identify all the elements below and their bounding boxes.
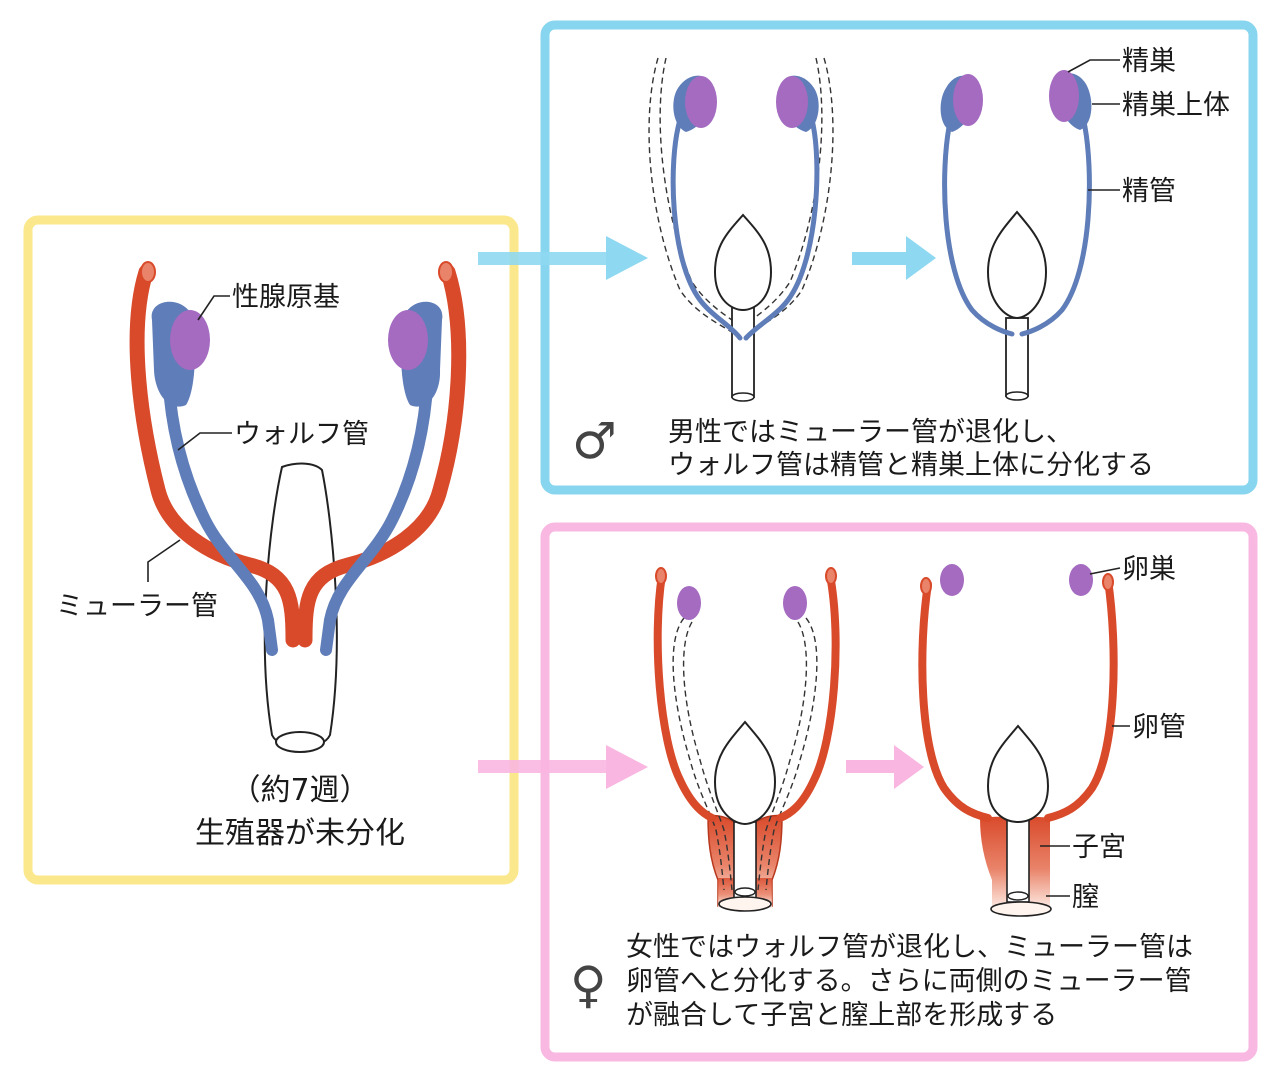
testis-right <box>776 76 808 128</box>
mullerian-duct-right <box>297 264 467 648</box>
label-vagina: 膣 <box>1072 882 1099 913</box>
arrow-right-icon <box>478 745 648 789</box>
oviduct-right <box>1044 576 1118 822</box>
male-caption-line1: 男性ではミューラー管が退化し、 <box>668 417 1073 448</box>
arrow-right-icon <box>478 236 648 280</box>
undifferentiated-illustration <box>129 261 467 753</box>
female-symbol-icon: ♀ <box>570 956 607 1014</box>
ovary-leader <box>1089 567 1121 575</box>
regressing-wolffian-right-b <box>757 621 808 891</box>
ovary-right <box>1069 564 1093 596</box>
label-vas-deferens: 精管 <box>1122 176 1176 207</box>
female-caption-line1: 女性ではウォルフ管が退化し、ミューラー管は <box>626 932 1193 963</box>
male-caption-line2: ウォルフ管は精管と精巣上体に分化する <box>668 450 1154 481</box>
testis-leader <box>1067 59 1120 73</box>
wolffian-duct-left <box>162 364 278 656</box>
ovary-left <box>677 586 701 620</box>
label-ovary: 卵巣 <box>1122 554 1176 585</box>
female-panel <box>540 522 1258 1062</box>
testis-left <box>953 74 983 126</box>
arrow-right-icon <box>852 236 936 280</box>
female-caption-line3: が融合して子宮と膣上部を形成する <box>626 1000 1057 1031</box>
female-stage1-illustration <box>653 567 840 912</box>
bladder <box>986 724 1050 824</box>
vas-deferens-right <box>743 117 820 341</box>
caption-week: （約7週） <box>230 773 369 808</box>
oviduct-left <box>918 580 992 822</box>
label-epididymis: 精巣上体 <box>1122 90 1230 121</box>
mullerian-funnel-left <box>140 261 156 283</box>
ovary-right <box>783 586 807 620</box>
female-stage2-illustration <box>918 564 1118 917</box>
ovary-left <box>940 564 964 596</box>
urethra-tube <box>731 304 755 398</box>
male-symbol-icon: ♂ <box>572 412 617 470</box>
regressing-wolffian-left-b <box>682 621 733 891</box>
mullerian-leader <box>147 539 181 582</box>
regressing-mullerian-right-b <box>737 57 823 333</box>
mullerian-funnel-right <box>438 261 454 283</box>
label-mullerian-duct: ミューラー管 <box>56 591 218 622</box>
urogenital-sinus-opening <box>275 731 325 753</box>
label-oviduct: 卵管 <box>1132 712 1186 743</box>
male-stage1-illustration <box>648 57 834 402</box>
regressing-wolffian-right <box>765 617 818 891</box>
oviduct-left <box>653 571 716 822</box>
vas-deferens-left <box>942 119 1015 337</box>
regressing-wolffian-left <box>672 617 725 891</box>
gonad-primordium-right <box>388 310 428 370</box>
caption-undifferentiated: 生殖器が未分化 <box>195 816 405 851</box>
gonad-leader <box>197 295 230 321</box>
female-caption-line2: 卵管へと分化する。さらに両側のミューラー管 <box>626 966 1192 997</box>
vas-deferens-right <box>1019 119 1092 337</box>
testis-left <box>685 76 717 128</box>
wolffian-leader <box>177 432 232 451</box>
label-testis: 精巣 <box>1122 46 1176 77</box>
undifferentiated-panel <box>23 215 519 885</box>
oviduct-right <box>776 571 840 822</box>
bladder <box>713 213 773 312</box>
regressing-mullerian-left <box>648 57 743 341</box>
male-stage2-illustration <box>940 70 1092 401</box>
arrow-right-icon <box>846 745 924 789</box>
label-gonad-primordium: 性腺原基 <box>232 282 340 313</box>
wolffian-duct-right <box>320 364 434 656</box>
mullerian-duct-left <box>129 264 301 648</box>
bladder <box>713 720 777 826</box>
vas-deferens-left <box>670 117 743 341</box>
urethra-tube <box>1005 317 1029 397</box>
bladder <box>986 210 1048 320</box>
testis-right <box>1049 70 1079 122</box>
label-uterus: 子宮 <box>1072 832 1126 863</box>
label-wolffian-duct: ウォルフ管 <box>234 419 369 450</box>
gonad-primordium-left <box>170 310 210 370</box>
